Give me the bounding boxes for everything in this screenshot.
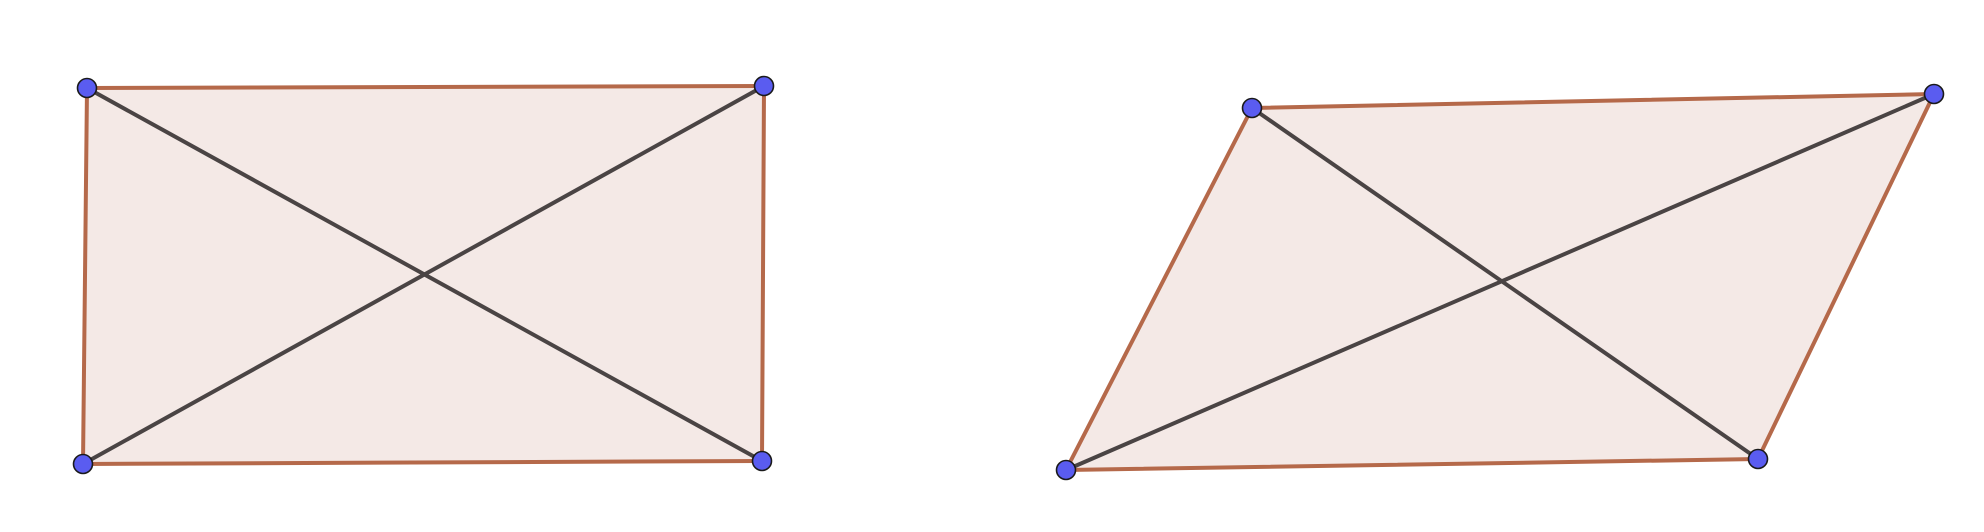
parallelogram-edge-bottom	[1064, 457, 1760, 472]
rectangle-vertex-bottom-left[interactable]	[72, 453, 94, 475]
rectangle-edge-right	[760, 84, 766, 463]
parallelogram-edge-top	[1250, 92, 1936, 110]
rectangle-edge-bottom	[81, 459, 764, 466]
parallelogram-vertex-bottom-left[interactable]	[1055, 459, 1077, 481]
rectangle-vertex-top-right[interactable]	[753, 75, 775, 97]
parallelogram-vertex-top-right[interactable]	[1923, 83, 1945, 105]
parallelogram-vertex-bottom-right[interactable]	[1747, 448, 1769, 470]
parallelogram-diagonal-1	[1250, 106, 1760, 461]
parallelogram-figure	[1055, 83, 1945, 481]
parallelogram-vertex-top-left[interactable]	[1241, 97, 1263, 119]
parallelogram-diagonal-2	[1064, 92, 1936, 472]
rectangle-vertex-top-left[interactable]	[76, 77, 98, 99]
rectangle-vertex-bottom-right[interactable]	[751, 450, 773, 472]
parallelogram-edge-left	[1064, 106, 1254, 472]
parallelogram-edge-right	[1756, 92, 1936, 461]
rectangle-edge-top	[85, 84, 766, 90]
rectangle-edge-left	[81, 86, 89, 466]
rectangle-diagonal-2	[81, 84, 766, 466]
rectangle-figure	[72, 75, 775, 475]
